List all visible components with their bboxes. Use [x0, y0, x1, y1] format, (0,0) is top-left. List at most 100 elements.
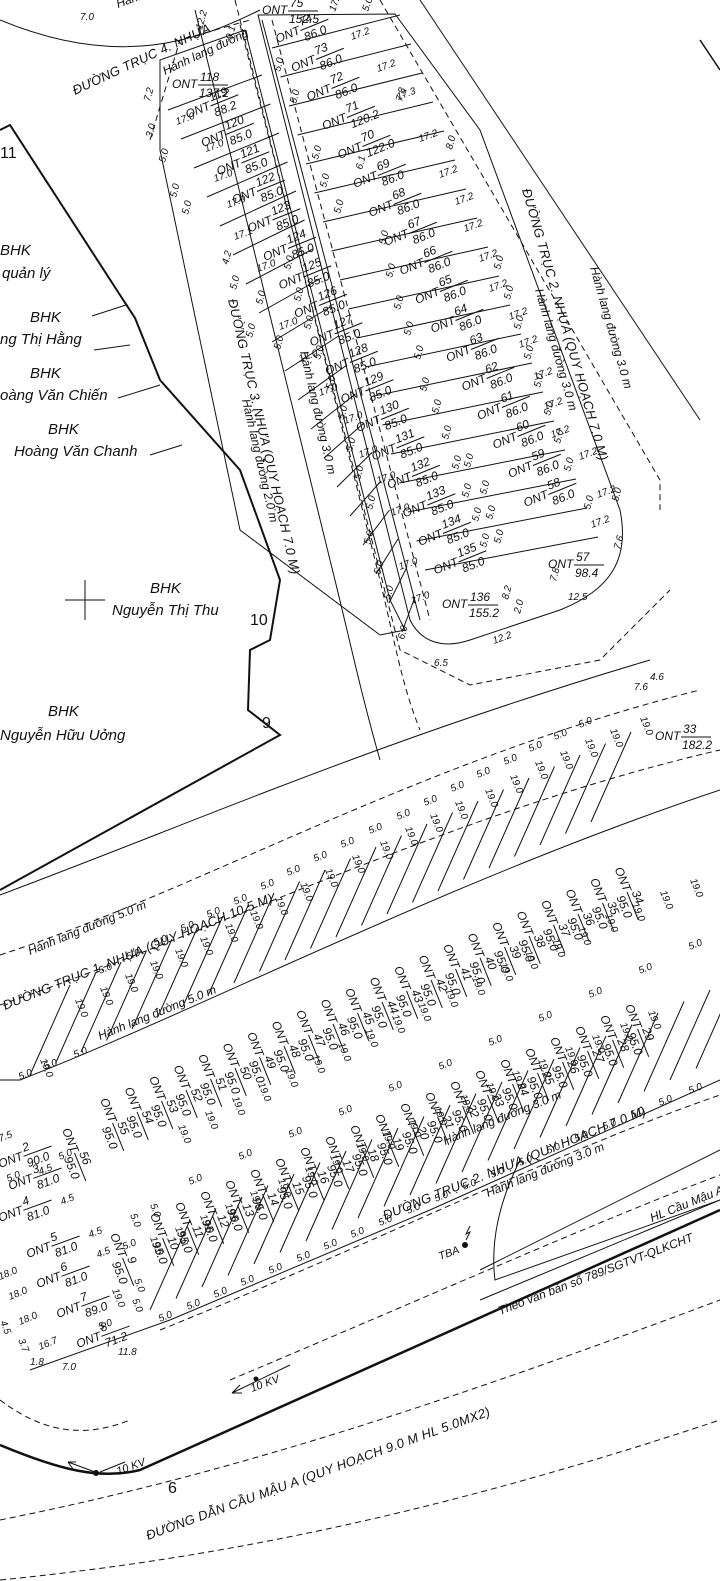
lot-number: 69 [374, 156, 392, 174]
lot-prefix: ONT [195, 1052, 218, 1082]
dimension-label: 19.0 [97, 985, 115, 1008]
lot-number: 50 [237, 1064, 255, 1082]
dimension-label: 5.0 [440, 424, 454, 441]
lot-divider [695, 1013, 720, 1069]
lot-fraction-bar [406, 990, 419, 1019]
dimension-label: 7.0 [62, 1362, 76, 1373]
dimension-label: 5.0 [687, 937, 704, 953]
lot-fraction-bar [161, 1100, 174, 1129]
lot-number: 43 [408, 987, 426, 1005]
lot-fraction-bar [427, 493, 456, 506]
dimension-label: 5.0 [527, 739, 544, 755]
dimension-label: 5.0 [492, 254, 506, 271]
lot-prefix: ONT [54, 1298, 84, 1320]
lot-prefix: ONT [318, 997, 341, 1027]
lot-divider [348, 275, 500, 310]
lot-number: 72 [328, 69, 346, 87]
lot-divider [322, 188, 467, 223]
dimension-label: 5.0 [517, 1153, 534, 1169]
crosshair-icon [65, 580, 105, 620]
dimension-label: 19.0 [452, 799, 470, 822]
lot-number: 55 [114, 1119, 132, 1137]
dimension-label: 5.0 [288, 88, 302, 105]
dimension-label: 5.0 [272, 334, 286, 351]
dimension-label: 5.0 [131, 1277, 147, 1294]
dimension-label: 19.0 [582, 737, 600, 760]
dimension-label: 19.0 [122, 972, 140, 995]
dimension-label: 4.5 [95, 1245, 112, 1261]
lot-divider [390, 420, 555, 455]
owner-3-code: BHK [30, 365, 62, 382]
lot-divider [55, 973, 96, 1064]
lot-divider [233, 892, 275, 984]
corridor-truc1-inner-label: Hành lang đường 5.0 m [96, 982, 218, 1042]
dimension-label: 5.0 [577, 715, 594, 731]
lot-fraction-bar [334, 322, 363, 335]
dimension-label: 5.0 [125, 947, 142, 963]
lot-number: 59 [529, 446, 547, 464]
dimension-label: 5.0 [187, 1172, 204, 1188]
lot-divider [513, 1058, 555, 1150]
dimension-label: 5.0 [180, 199, 194, 216]
dimension-label: 18.0 [17, 1310, 40, 1328]
lot-divider [331, 1139, 373, 1230]
lot-number: 121 [238, 141, 262, 161]
lot-divider [412, 812, 453, 903]
dimension-label: 5.0 [449, 779, 466, 795]
dimension-label: 5.0 [657, 1093, 674, 1109]
lot-prefix: ONT [490, 429, 520, 452]
lot-number: 9 [124, 1254, 140, 1266]
dimension-label: 5.0 [360, 0, 375, 13]
lot-number: 73 [312, 40, 330, 58]
lot-fraction-bar [237, 1204, 250, 1233]
lot-fraction-bar [512, 1083, 525, 1112]
lot-prefix: ONT [538, 898, 561, 928]
lot-fraction-bar [23, 1199, 52, 1211]
lot-divider [297, 101, 434, 136]
lot-fraction-bar [256, 179, 285, 192]
dimension-label: 5.0 [537, 1009, 554, 1025]
lot-prefix: ONT [514, 909, 537, 939]
lot-fraction-bar [587, 1050, 600, 1079]
lot-fraction-bar [537, 1072, 550, 1101]
lot-fraction-bar [612, 1039, 625, 1068]
lot-fraction-bar [318, 293, 347, 306]
lot-divider [331, 217, 478, 252]
lot-prefix: ONT [244, 1030, 267, 1060]
dimension-label: 5.0 [462, 452, 476, 469]
dimension-label: 5.0 [179, 919, 196, 935]
lot-area: 98.4 [575, 566, 599, 580]
lot-number: 60 [514, 417, 532, 435]
dimension-label: 19.0 [402, 825, 420, 848]
lot-divider [288, 72, 423, 107]
lot-number: 52 [188, 1086, 206, 1104]
lot-prefix: ONT [366, 197, 396, 220]
dimension-label: 5.0 [5, 1169, 22, 1185]
lot-number: 16 [314, 1168, 332, 1186]
lot-number: 8 [98, 1319, 109, 1335]
dimension-label: 8.2 [500, 584, 514, 601]
lot-fraction-bar [548, 482, 577, 495]
lot-divider [253, 1173, 295, 1265]
dimension-label: 19.0 [607, 727, 625, 750]
dimension-label: 5.0 [395, 807, 412, 823]
lot-fraction-bar [136, 1111, 149, 1140]
lot-prefix: ONT [0, 1148, 26, 1170]
lot-prefix: ONT [34, 1268, 64, 1290]
lot-fraction-bar [362, 134, 391, 147]
lot-number: 21 [439, 1112, 457, 1131]
lot-divider [339, 246, 489, 281]
lot-number: 57 [576, 550, 591, 564]
lot-fraction-bar [380, 407, 409, 420]
dimension-label: 19.0 [72, 997, 90, 1020]
dimension-label: 7.6 [634, 682, 648, 693]
lot-fraction-bar [439, 279, 468, 292]
dimension-label: 5.0 [484, 504, 498, 521]
lot-fraction-bar [501, 395, 530, 408]
lot-fraction-bar [602, 902, 615, 931]
lot-divider [669, 989, 711, 1081]
dimension-label: 12.5 [568, 592, 588, 603]
lot-divider [193, 132, 280, 169]
